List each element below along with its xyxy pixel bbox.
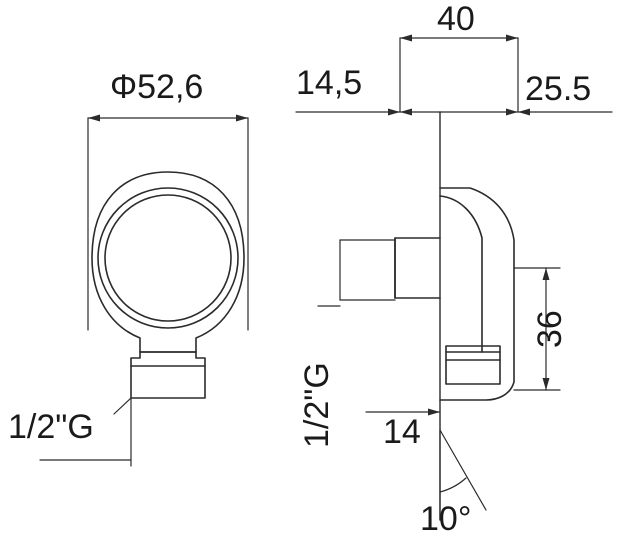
dimension-side-thread: 1/2"G	[298, 362, 336, 448]
dimension-front-thread: 1/2"G	[8, 408, 94, 446]
dimension-side-total-width: 40	[437, 0, 475, 38]
dimension-side-left-offset: 14,5	[296, 64, 363, 102]
dimension-side-angle: 10°	[420, 500, 472, 538]
dimension-front-diameter: Φ52,6	[110, 68, 204, 106]
dimension-side-bottom-offset: 14	[383, 413, 421, 451]
dimension-side-right-offset: 25.5	[525, 70, 592, 108]
dimension-side-height: 36	[531, 310, 569, 348]
